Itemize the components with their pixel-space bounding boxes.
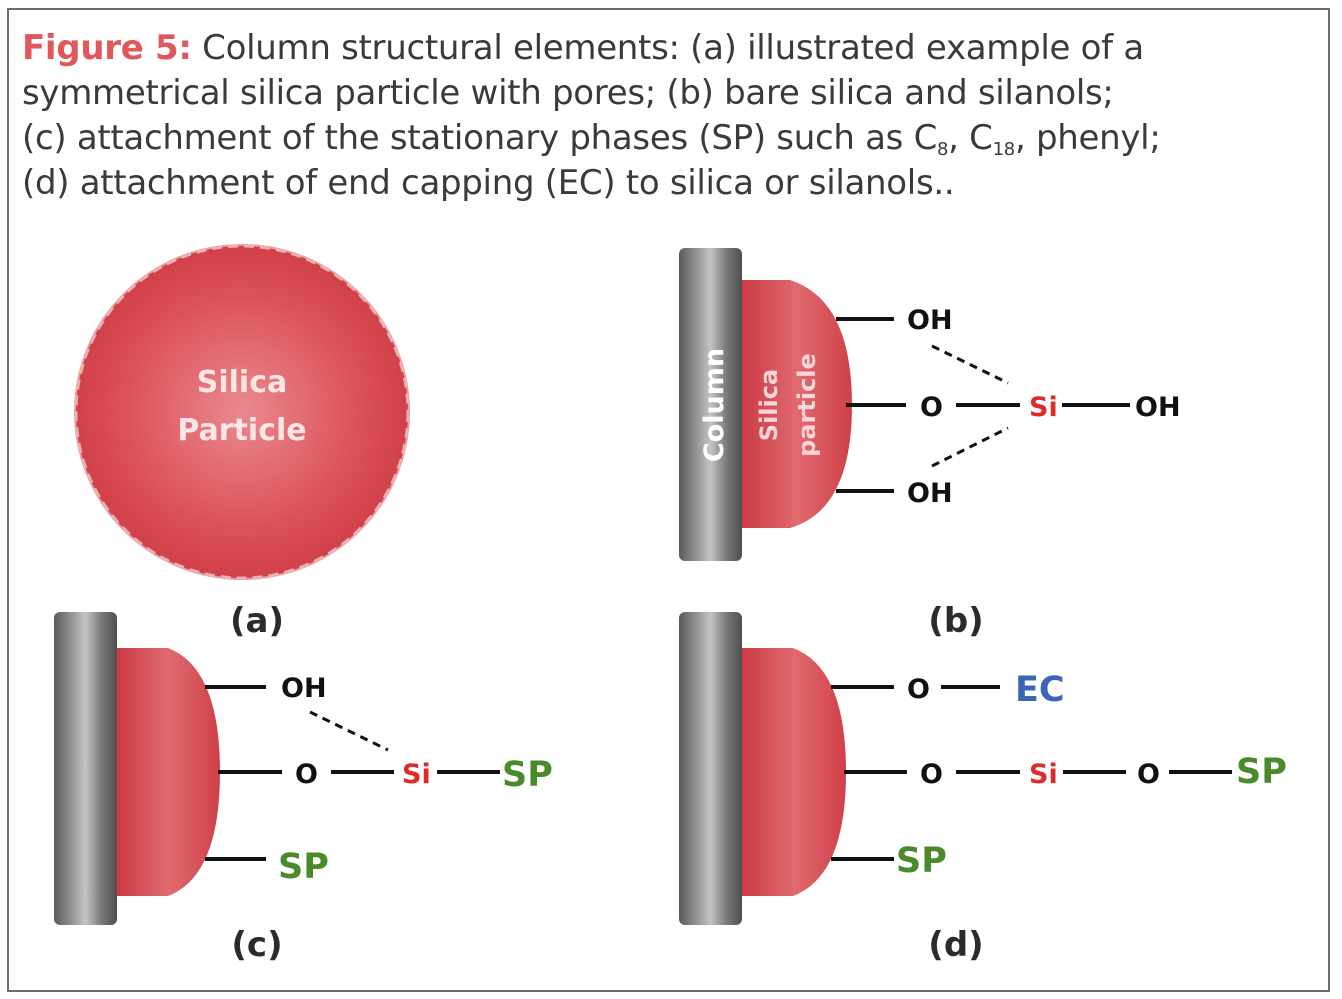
cap-label-line1: Silica [755,369,783,441]
column-bar [679,612,742,925]
caption-line-4: (d) attachment of end capping (EC) to si… [22,163,955,203]
panel-d-label: (d) [928,925,983,965]
oh-bottom: OH [907,478,953,509]
sp-right: SP [502,755,553,795]
sp-right: SP [1236,752,1287,792]
silica-particle [74,244,410,580]
caption-line-2: symmetrical silica particle with pores; … [22,73,1114,113]
si-atom: Si [402,759,431,790]
silica-cap [117,648,220,896]
caption-line-1: Figure 5: Column structural elements: (a… [22,28,1144,68]
column-bar [679,248,742,561]
sp-bottom: SP [278,847,329,887]
o-mid: O [920,759,943,790]
o-top: O [907,674,930,705]
si-atom: Si [1029,392,1058,423]
particle-label-line2: Particle [177,413,306,448]
cap-label-line2: particle [793,353,821,457]
oh-top: OH [907,305,953,336]
si-atom: Si [1029,759,1058,790]
o-mid: O [920,392,943,423]
panel-d: O EC O Si O SP SP (d) [679,612,1287,965]
o-right: O [1137,759,1160,790]
caption-line-3: (c) attachment of the stationary phases … [22,118,1161,160]
figure-caption: Figure 5: Column structural elements: (a… [22,26,1322,206]
hbond [309,710,389,752]
silica-cap [742,280,852,528]
panel-c-label: (c) [231,925,282,965]
panel-c: OH O Si SP SP (c) [54,612,553,965]
hbond-bottom [931,426,1009,468]
ec-group: EC [1015,670,1065,710]
oh-top: OH [281,673,327,704]
column-label: Column [699,348,730,462]
panel-a: Silica Particle (a) [74,244,410,641]
silica-cap [742,648,846,896]
hbond-top [931,344,1009,385]
panel-b-label: (b) [928,601,983,641]
figure-label: Figure 5: [22,28,192,68]
oh-right: OH [1135,392,1181,423]
particle-label-line1: Silica [197,365,287,400]
panel-b: Column Silica particle OH O Si OH OH (b) [679,248,1181,641]
panel-a-label: (a) [230,601,284,641]
column-bar [54,612,117,925]
sp-bottom: SP [896,841,947,881]
o-mid: O [295,759,318,790]
